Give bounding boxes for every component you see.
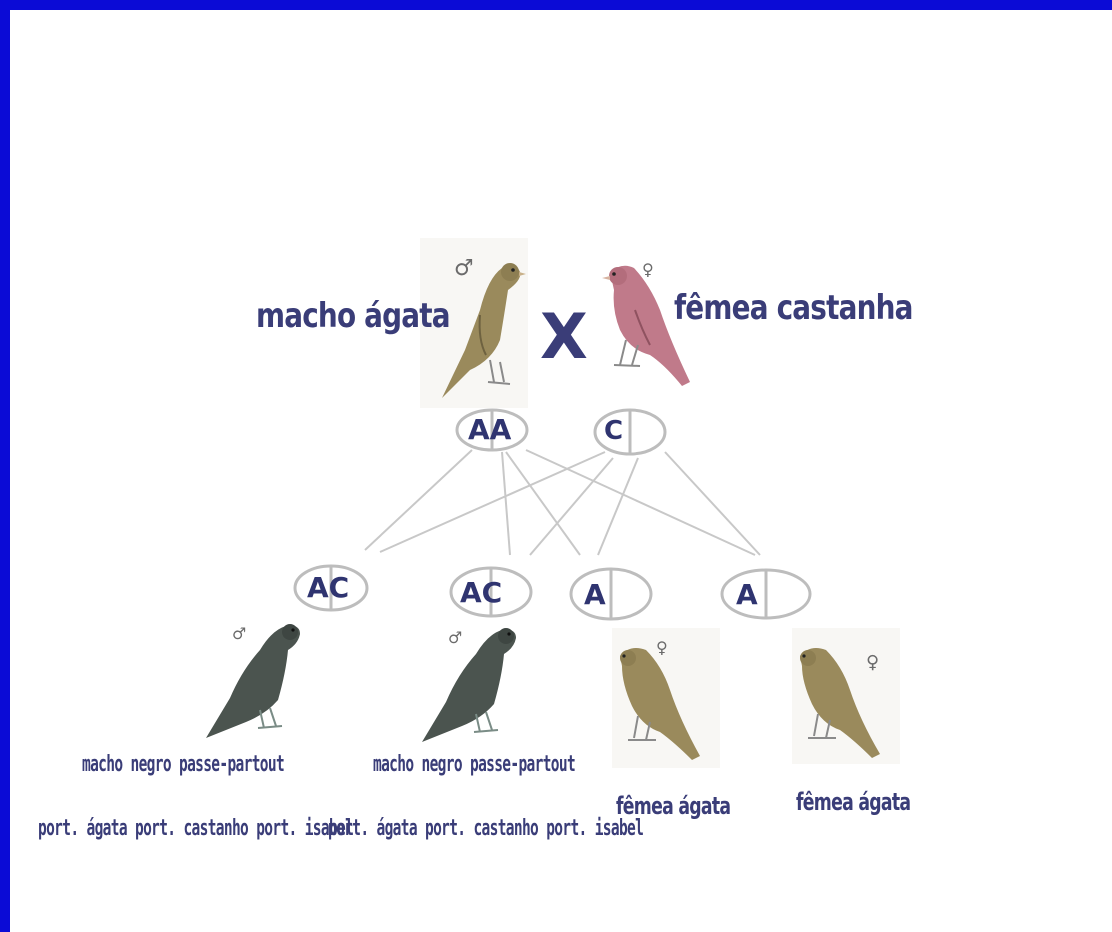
- child2-label-line2: port. ágata port. castanho port. isabel: [328, 816, 644, 841]
- bird-child4-agate-icon: [792, 628, 900, 764]
- child3-label: fêmea ágata: [616, 792, 731, 820]
- child2-male-symbol-icon: ♂: [448, 628, 463, 647]
- child1-label-line2: port. ágata port. castanho port. isabel: [38, 816, 354, 841]
- diagram-canvas: macho ágata X fêmea castanha ♂ ♀ AA C AC…: [10, 10, 1112, 932]
- bird-male-agate-icon: [420, 238, 528, 408]
- bird-child3-agate-icon: [612, 628, 720, 768]
- bird-female-brown-icon: [602, 265, 690, 386]
- male-symbol-icon: ♂: [454, 256, 474, 281]
- line-aa-to-child1: [364, 449, 473, 551]
- cross-symbol: X: [540, 300, 588, 373]
- child2-genotype: AC: [460, 576, 503, 609]
- bird-child1-black-icon: [206, 624, 300, 738]
- child4-female-symbol-icon: ♀: [866, 652, 880, 673]
- child3-female-symbol-icon: ♀: [656, 638, 668, 657]
- child4-label: fêmea ágata: [796, 788, 911, 816]
- female-genotype: C: [604, 416, 624, 446]
- child3-genotype: A: [584, 578, 606, 611]
- child1-genotype: AC: [307, 571, 350, 604]
- line-aa-to-child3: [505, 451, 581, 556]
- line-aa-to-child2: [501, 451, 511, 556]
- line-c-to-child4: [664, 451, 761, 556]
- child1-label-line1: macho negro passe-partout: [82, 752, 285, 777]
- cross-diagram-svg: [206, 238, 900, 768]
- line-c-to-child3: [597, 457, 639, 556]
- child1-male-symbol-icon: ♂: [232, 624, 247, 643]
- child4-genotype: A: [736, 578, 758, 611]
- female-parent-label: fêmea castanha: [674, 288, 913, 328]
- female-symbol-icon: ♀: [642, 260, 654, 279]
- child2-label-line1: macho negro passe-partout: [373, 752, 576, 777]
- male-genotype: AA: [468, 413, 512, 446]
- line-aa-to-child4: [525, 449, 756, 556]
- bird-child2-black-icon: [422, 628, 516, 742]
- inheritance-lines: [364, 449, 761, 556]
- male-parent-label: macho ágata: [256, 296, 451, 336]
- line-c-to-child1: [379, 451, 606, 553]
- line-c-to-child2: [529, 457, 614, 556]
